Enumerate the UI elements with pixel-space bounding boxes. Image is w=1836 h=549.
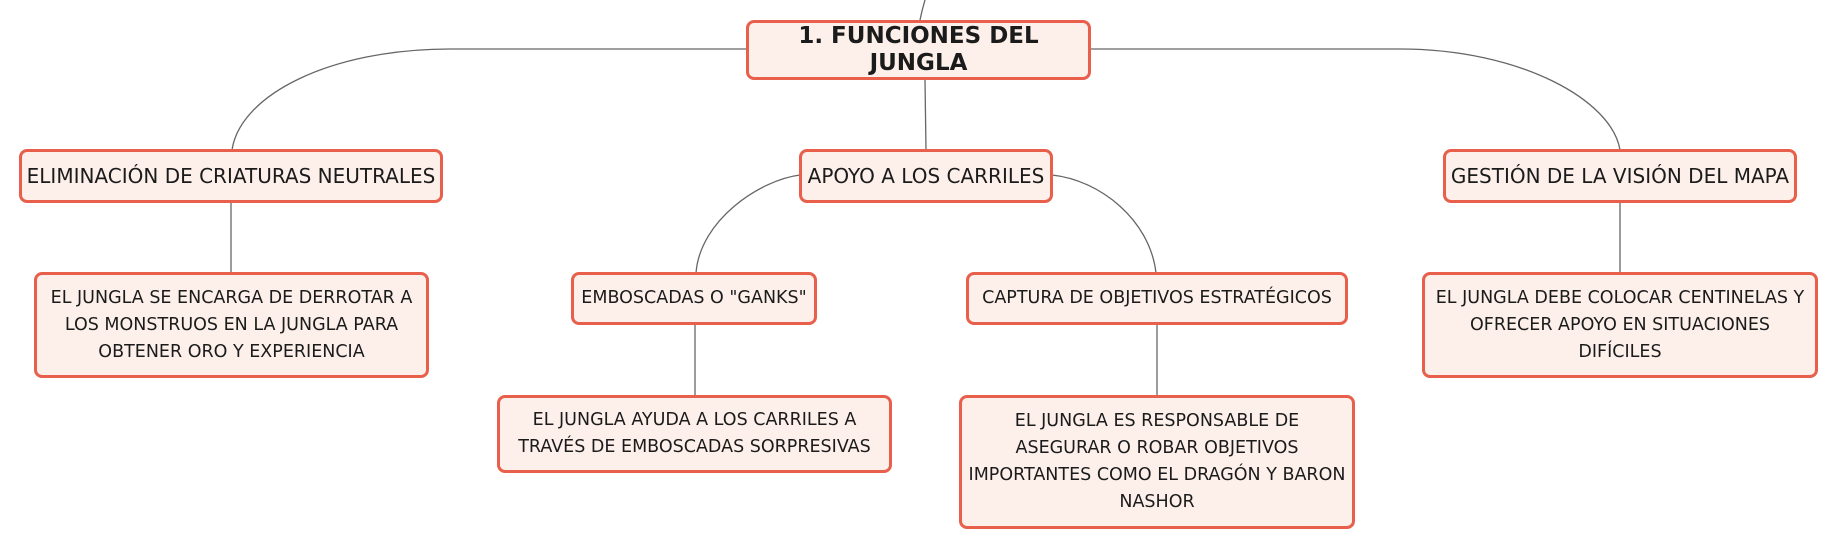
topic-captura-detail[interactable]: EL JUNGLA ES RESPONSABLE DE ASEGURAR O R… — [959, 395, 1355, 529]
topic-gestion-vision[interactable]: GESTIÓN DE LA VISIÓN DEL MAPA — [1443, 149, 1797, 203]
root-topic[interactable]: 1. FUNCIONES DEL JUNGLA — [746, 20, 1091, 80]
topic-eliminacion-detail[interactable]: EL JUNGLA SE ENCARGA DE DERROTAR A LOS M… — [34, 272, 429, 378]
topic-emboscadas[interactable]: EMBOSCADAS O "GANKS" — [571, 272, 817, 325]
topic-emboscadas-detail[interactable]: EL JUNGLA AYUDA A LOS CARRILES A TRAVÉS … — [497, 395, 892, 473]
connector-apoyo-to-emboscadas — [695, 174, 801, 274]
topic-captura-objetivos[interactable]: CAPTURA DE OBJETIVOS ESTRATÉGICOS — [966, 272, 1348, 325]
connector-root-to-gestion — [1091, 48, 1621, 151]
connector-root-parent — [919, 0, 926, 21]
connector-apoyo-to-captura — [1051, 174, 1157, 274]
topic-gestion-detail[interactable]: EL JUNGLA DEBE COLOCAR CENTINELAS Y OFRE… — [1422, 272, 1818, 378]
connector-root-to-apoyo — [924, 79, 927, 151]
topic-apoyo-carriles[interactable]: APOYO A LOS CARRILES — [799, 149, 1053, 203]
topic-eliminacion[interactable]: ELIMINACIÓN DE CRIATURAS NEUTRALES — [19, 149, 443, 203]
connector-root-to-eliminacion — [231, 48, 746, 151]
